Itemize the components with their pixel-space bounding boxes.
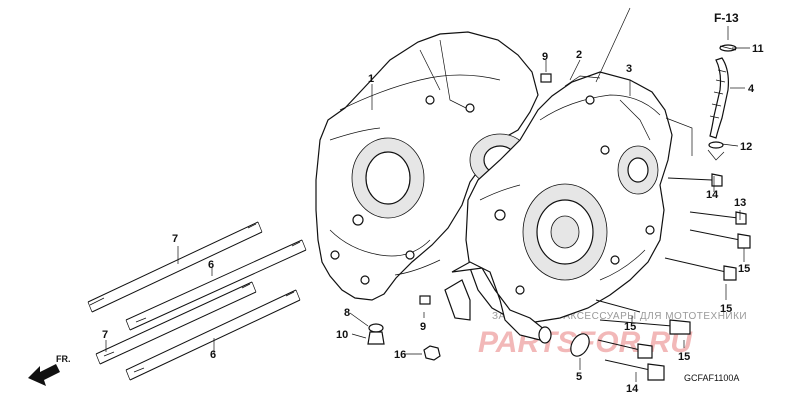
callout-9-lower: 9: [420, 321, 426, 333]
watermark-tagline: ЗАПЧАСТИ И АКСЕССУАРЫ ДЛЯ МОТОТЕХНИКИ: [492, 311, 747, 322]
leader-lines: [105, 7, 750, 382]
callout-6-lower: 6: [210, 349, 216, 361]
callout-6-upper: 6: [208, 259, 214, 271]
callout-15-c: 15: [624, 321, 636, 333]
nut: [423, 345, 441, 361]
callout-5: 5: [576, 371, 582, 383]
drawing-code: GCFAF1100A: [684, 373, 739, 383]
seal-small: [538, 326, 552, 344]
callout-9-upper: 9: [542, 51, 548, 63]
callout-14-lower: 14: [626, 383, 639, 395]
callout-7-upper: 7: [172, 233, 178, 245]
callout-1: 1: [368, 73, 374, 85]
callout-3: 3: [626, 63, 632, 75]
studs: [87, 221, 307, 381]
front-direction-indicator: FR.: [28, 354, 71, 386]
right-crankcase: [465, 71, 673, 323]
seal-ring: [570, 333, 590, 357]
washer: [368, 323, 384, 333]
section-reference: F-13: [714, 11, 739, 25]
callout-8: 8: [344, 307, 350, 319]
callout-16: 16: [394, 349, 406, 361]
callout-11: 11: [752, 43, 764, 55]
callouts: 1 2 3 4 5 6 6 7 7 8 9 9 10 11 12 13 14 1…: [102, 43, 764, 395]
callout-7-lower: 7: [102, 329, 108, 341]
breather-tube: [707, 44, 737, 161]
small-parts: [367, 73, 751, 381]
dowel-pin-top: [540, 73, 552, 83]
dowel-pin-lower: [419, 295, 431, 305]
front-label: FR.: [56, 354, 71, 364]
callout-2: 2: [576, 49, 582, 61]
callout-15-a: 15: [738, 263, 750, 275]
drain-bolt: [367, 331, 385, 345]
callout-4: 4: [748, 83, 755, 95]
callout-14-upper: 14: [706, 189, 719, 201]
front-arrow-icon: [28, 364, 60, 386]
callout-12: 12: [740, 141, 752, 153]
callout-13: 13: [734, 197, 746, 209]
callout-15-d: 15: [678, 351, 690, 363]
callout-10: 10: [336, 329, 348, 341]
callout-15-b: 15: [720, 303, 732, 315]
